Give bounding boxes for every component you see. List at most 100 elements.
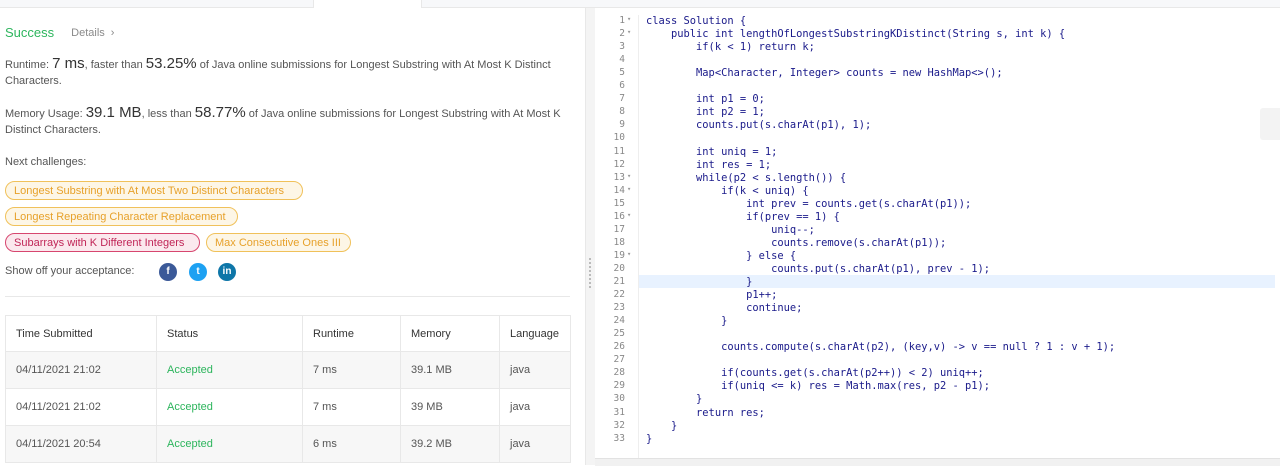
fold-arrow-icon[interactable]: ▾	[627, 28, 632, 37]
line-number-text: 7	[619, 93, 625, 105]
line-number-text: 10	[613, 132, 625, 144]
line-number-text: 16	[613, 210, 625, 222]
code-line[interactable]: counts.put(s.charAt(p1), 1);	[646, 119, 872, 132]
tab-submissions[interactable]	[313, 0, 422, 8]
line-number-text: 22	[613, 289, 625, 301]
code-line[interactable]: }	[646, 276, 753, 288]
challenge-chip[interactable]: Max Consecutive Ones III	[206, 233, 351, 252]
line-number: 26	[595, 341, 625, 352]
line-number-text: 1	[619, 15, 625, 26]
cell-language: java	[499, 351, 571, 389]
line-number-text: 32	[613, 419, 625, 431]
line-number: 8	[595, 106, 625, 117]
cell-memory: 39.2 MB	[400, 425, 500, 463]
line-number: 23	[595, 302, 625, 313]
memory-value: 39.1 MB	[85, 104, 142, 121]
column-header[interactable]: Runtime	[302, 315, 401, 352]
memory-mid: , less than	[141, 108, 192, 120]
code-line[interactable]: public int lengthOfLongestSubstringKDist…	[646, 28, 1066, 41]
code-line[interactable]: counts.compute(s.charAt(p2), (key,v) -> …	[646, 341, 1116, 354]
column-header[interactable]: Status	[156, 315, 303, 352]
line-number: 16▾	[595, 210, 632, 222]
line-number-text: 4	[619, 54, 625, 66]
fold-arrow-icon[interactable]: ▾	[627, 171, 632, 180]
code-line[interactable]: }	[646, 419, 678, 432]
line-number: 27	[595, 354, 625, 365]
fold-arrow-icon[interactable]: ▾	[627, 249, 632, 258]
line-number: 13▾	[595, 172, 632, 183]
table-row[interactable]: 04/11/2021 21:02 Accepted 7 ms 39 MB jav…	[5, 388, 571, 426]
code-line[interactable]: if(prev == 1) {	[646, 210, 840, 223]
line-number: 22	[595, 289, 625, 300]
code-line[interactable]: }	[646, 393, 703, 406]
line-number-text: 12	[613, 158, 625, 170]
code-line[interactable]: p1++;	[646, 289, 778, 302]
status-success: Success	[5, 25, 55, 40]
line-number: 10	[595, 132, 625, 143]
line-number: 7	[595, 93, 625, 104]
details-label: Details	[71, 26, 105, 39]
code-line[interactable]: int res = 1;	[646, 158, 772, 171]
code-line[interactable]: return res;	[646, 406, 765, 419]
memory-percentile: 58.77%	[194, 104, 246, 121]
cell-status[interactable]: Accepted	[156, 425, 303, 463]
table-row[interactable]: 04/11/2021 20:54 Accepted 6 ms 39.2 MB j…	[5, 425, 571, 463]
facebook-icon[interactable]: f	[159, 263, 177, 281]
code-line[interactable]: counts.remove(s.charAt(p1));	[646, 236, 947, 249]
column-header[interactable]: Memory	[400, 315, 500, 352]
code-line[interactable]: int prev = counts.get(s.charAt(p1));	[646, 197, 972, 210]
active-line-highlight	[638, 275, 1275, 288]
challenge-chip[interactable]: Longest Repeating Character Replacement	[5, 207, 238, 226]
chevron-right-icon: ›	[110, 26, 115, 39]
line-number: 9	[595, 119, 625, 130]
code-line[interactable]: }	[646, 315, 728, 328]
fold-arrow-icon[interactable]: ▾	[627, 210, 632, 219]
share-label: Show off your acceptance:	[5, 265, 135, 277]
code-line[interactable]: int uniq = 1;	[646, 145, 778, 158]
fold-arrow-icon[interactable]: ▾	[627, 184, 632, 193]
code-line[interactable]: int p1 = 0;	[646, 93, 765, 106]
linkedin-icon[interactable]: in	[218, 263, 236, 281]
code-line[interactable]: if(k < uniq) {	[646, 184, 809, 197]
code-line[interactable]: }	[646, 432, 653, 445]
line-number: 29	[595, 380, 625, 391]
runtime-tail: of Java online submissions for Longest S…	[5, 59, 551, 87]
column-header[interactable]: Language	[499, 315, 571, 352]
line-number-text: 21	[613, 276, 625, 287]
twitter-icon[interactable]: t	[189, 263, 207, 281]
horizontal-scrollbar[interactable]	[595, 458, 1280, 466]
column-header[interactable]: Time Submitted	[5, 315, 157, 352]
cell-status[interactable]: Accepted	[156, 351, 303, 389]
line-number-text: 17	[613, 223, 625, 235]
code-line[interactable]: class Solution {	[646, 15, 747, 27]
table-row[interactable]: 04/11/2021 21:02 Accepted 7 ms 39.1 MB j…	[5, 351, 571, 389]
code-line[interactable]: Map<Character, Integer> counts = new Has…	[646, 67, 1003, 80]
code-line[interactable]: counts.put(s.charAt(p1), prev - 1);	[646, 262, 991, 275]
code-line[interactable]: if(counts.get(s.charAt(p2++)) < 2) uniq+…	[646, 367, 984, 380]
line-number-text: 27	[613, 354, 625, 366]
cell-language: java	[499, 388, 571, 426]
code-line[interactable]: } else {	[646, 249, 797, 262]
runtime-summary: Runtime: 7 ms, faster than 53.25% of Jav…	[5, 56, 570, 89]
line-number-text: 2	[619, 28, 625, 40]
line-number: 20	[595, 263, 625, 274]
side-panel-toggle[interactable]	[1260, 108, 1280, 140]
line-number: 30	[595, 393, 625, 404]
fold-arrow-icon[interactable]: ▾	[627, 15, 632, 23]
details-link[interactable]: Details ›	[71, 27, 114, 39]
line-number-text: 24	[613, 315, 625, 327]
line-number: 2▾	[595, 28, 631, 40]
code-line[interactable]: while(p2 < s.length()) {	[646, 171, 847, 184]
code-line[interactable]: if(k < 1) return k;	[646, 41, 815, 54]
runtime-mid: , faster than	[84, 59, 143, 71]
code-line[interactable]: uniq--;	[646, 223, 815, 236]
line-number-text: 18	[613, 236, 625, 248]
cell-status[interactable]: Accepted	[156, 388, 303, 426]
line-number-text: 20	[613, 262, 625, 274]
code-line[interactable]: int p2 = 1;	[646, 106, 765, 119]
challenge-chip[interactable]: Longest Substring with At Most Two Disti…	[5, 181, 303, 200]
challenge-chip[interactable]: Subarrays with K Different Integers	[5, 233, 200, 252]
code-line[interactable]: if(uniq <= k) res = Math.max(res, p2 - p…	[646, 380, 991, 393]
code-line[interactable]: continue;	[646, 302, 803, 315]
